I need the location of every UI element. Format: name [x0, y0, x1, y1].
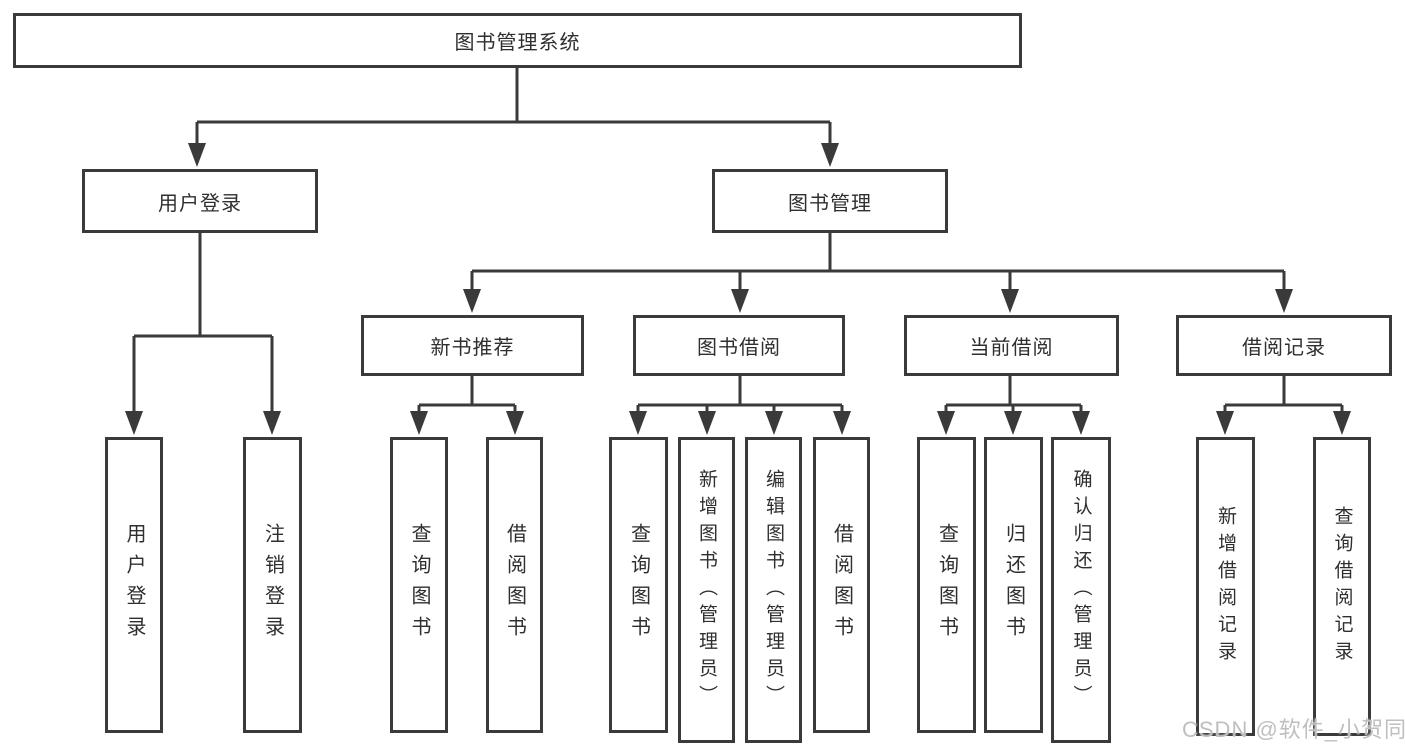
leaf-borrow-books: 借阅图书	[813, 437, 870, 733]
node-book-management: 图书管理	[712, 169, 948, 233]
node-label: 借阅记录	[1242, 337, 1326, 359]
arrowhead	[1333, 411, 1351, 435]
leaf-add-book-admin: 新增图书（管理员）	[678, 437, 735, 743]
arrowhead	[1072, 411, 1090, 435]
leaf-label: 注销登录	[261, 523, 284, 647]
leaf-label: 查询图书	[935, 523, 958, 647]
arrowhead	[1001, 289, 1019, 313]
connector-root-to-level2	[195, 68, 832, 145]
arrowhead	[821, 143, 839, 167]
connector-borrow-records-children	[1223, 376, 1344, 413]
node-book-borrowing: 图书借阅	[633, 315, 845, 376]
arrowhead	[937, 411, 955, 435]
node-label: 图书借阅	[697, 337, 781, 359]
arrowhead	[731, 289, 749, 313]
leaf-query-borrow-record: 查询借阅记录	[1313, 437, 1371, 736]
leaf-label: 用户登录	[123, 523, 145, 647]
leaf-label: 借阅图书	[830, 523, 853, 647]
arrowhead	[1275, 289, 1293, 313]
leaf-label: 编辑图书（管理员）	[763, 468, 784, 712]
leaf-add-borrow-record: 新增借阅记录	[1196, 437, 1255, 736]
leaf-query-books-current: 查询图书	[917, 437, 976, 733]
node-label: 图书管理系统	[454, 32, 581, 54]
connector-current-borrow-children	[944, 376, 1083, 413]
arrowhead	[263, 411, 281, 435]
node-label: 用户登录	[158, 192, 242, 215]
arrowhead	[765, 411, 783, 435]
arrowhead	[463, 289, 481, 313]
leaf-label: 查询图书	[627, 523, 650, 647]
arrowhead	[506, 411, 524, 435]
connector-new-book-children	[417, 376, 517, 413]
leaf-query-books-recommend: 查询图书	[390, 437, 448, 733]
node-label: 图书管理	[788, 192, 872, 215]
node-user-login: 用户登录	[82, 169, 318, 233]
leaf-logout: 注销登录	[243, 437, 302, 733]
leaf-label: 查询图书	[408, 523, 430, 647]
leaf-label: 归还图书	[1002, 523, 1025, 647]
node-label: 新书推荐	[430, 337, 515, 359]
leaf-edit-book-admin: 编辑图书（管理员）	[745, 437, 802, 743]
leaf-borrow-books-recommend: 借阅图书	[486, 437, 543, 733]
arrowhead	[1216, 411, 1234, 435]
connector-book-management-children	[470, 233, 1286, 291]
arrowhead	[188, 143, 206, 167]
leaf-label: 确认归还（管理员）	[1070, 468, 1092, 712]
leaf-user-login: 用户登录	[105, 437, 163, 733]
arrowhead	[1004, 411, 1022, 435]
node-borrowing-records: 借阅记录	[1176, 315, 1392, 376]
node-current-borrowing: 当前借阅	[904, 315, 1119, 376]
connector-book-borrow-children	[636, 376, 844, 413]
arrowhead	[833, 411, 851, 435]
leaf-return-book: 归还图书	[984, 437, 1043, 733]
leaf-label: 查询借阅记录	[1331, 505, 1353, 668]
arrowhead	[698, 411, 716, 435]
leaf-confirm-return-admin: 确认归还（管理员）	[1051, 437, 1111, 743]
leaf-label: 新增图书（管理员）	[696, 468, 717, 712]
node-library-management-system: 图书管理系统	[13, 13, 1022, 68]
arrowhead	[629, 411, 647, 435]
arrowhead	[410, 411, 428, 435]
node-label: 当前借阅	[969, 337, 1054, 359]
leaf-query-books-borrow: 查询图书	[609, 437, 668, 733]
arrowhead	[125, 411, 143, 435]
leaf-label: 新增借阅记录	[1215, 505, 1236, 668]
connector-user-login-children	[132, 233, 274, 413]
leaf-label: 借阅图书	[503, 523, 526, 647]
node-new-book-recommend: 新书推荐	[361, 315, 584, 376]
watermark-text: CSDN @软件_小贺同学	[1182, 717, 1405, 742]
